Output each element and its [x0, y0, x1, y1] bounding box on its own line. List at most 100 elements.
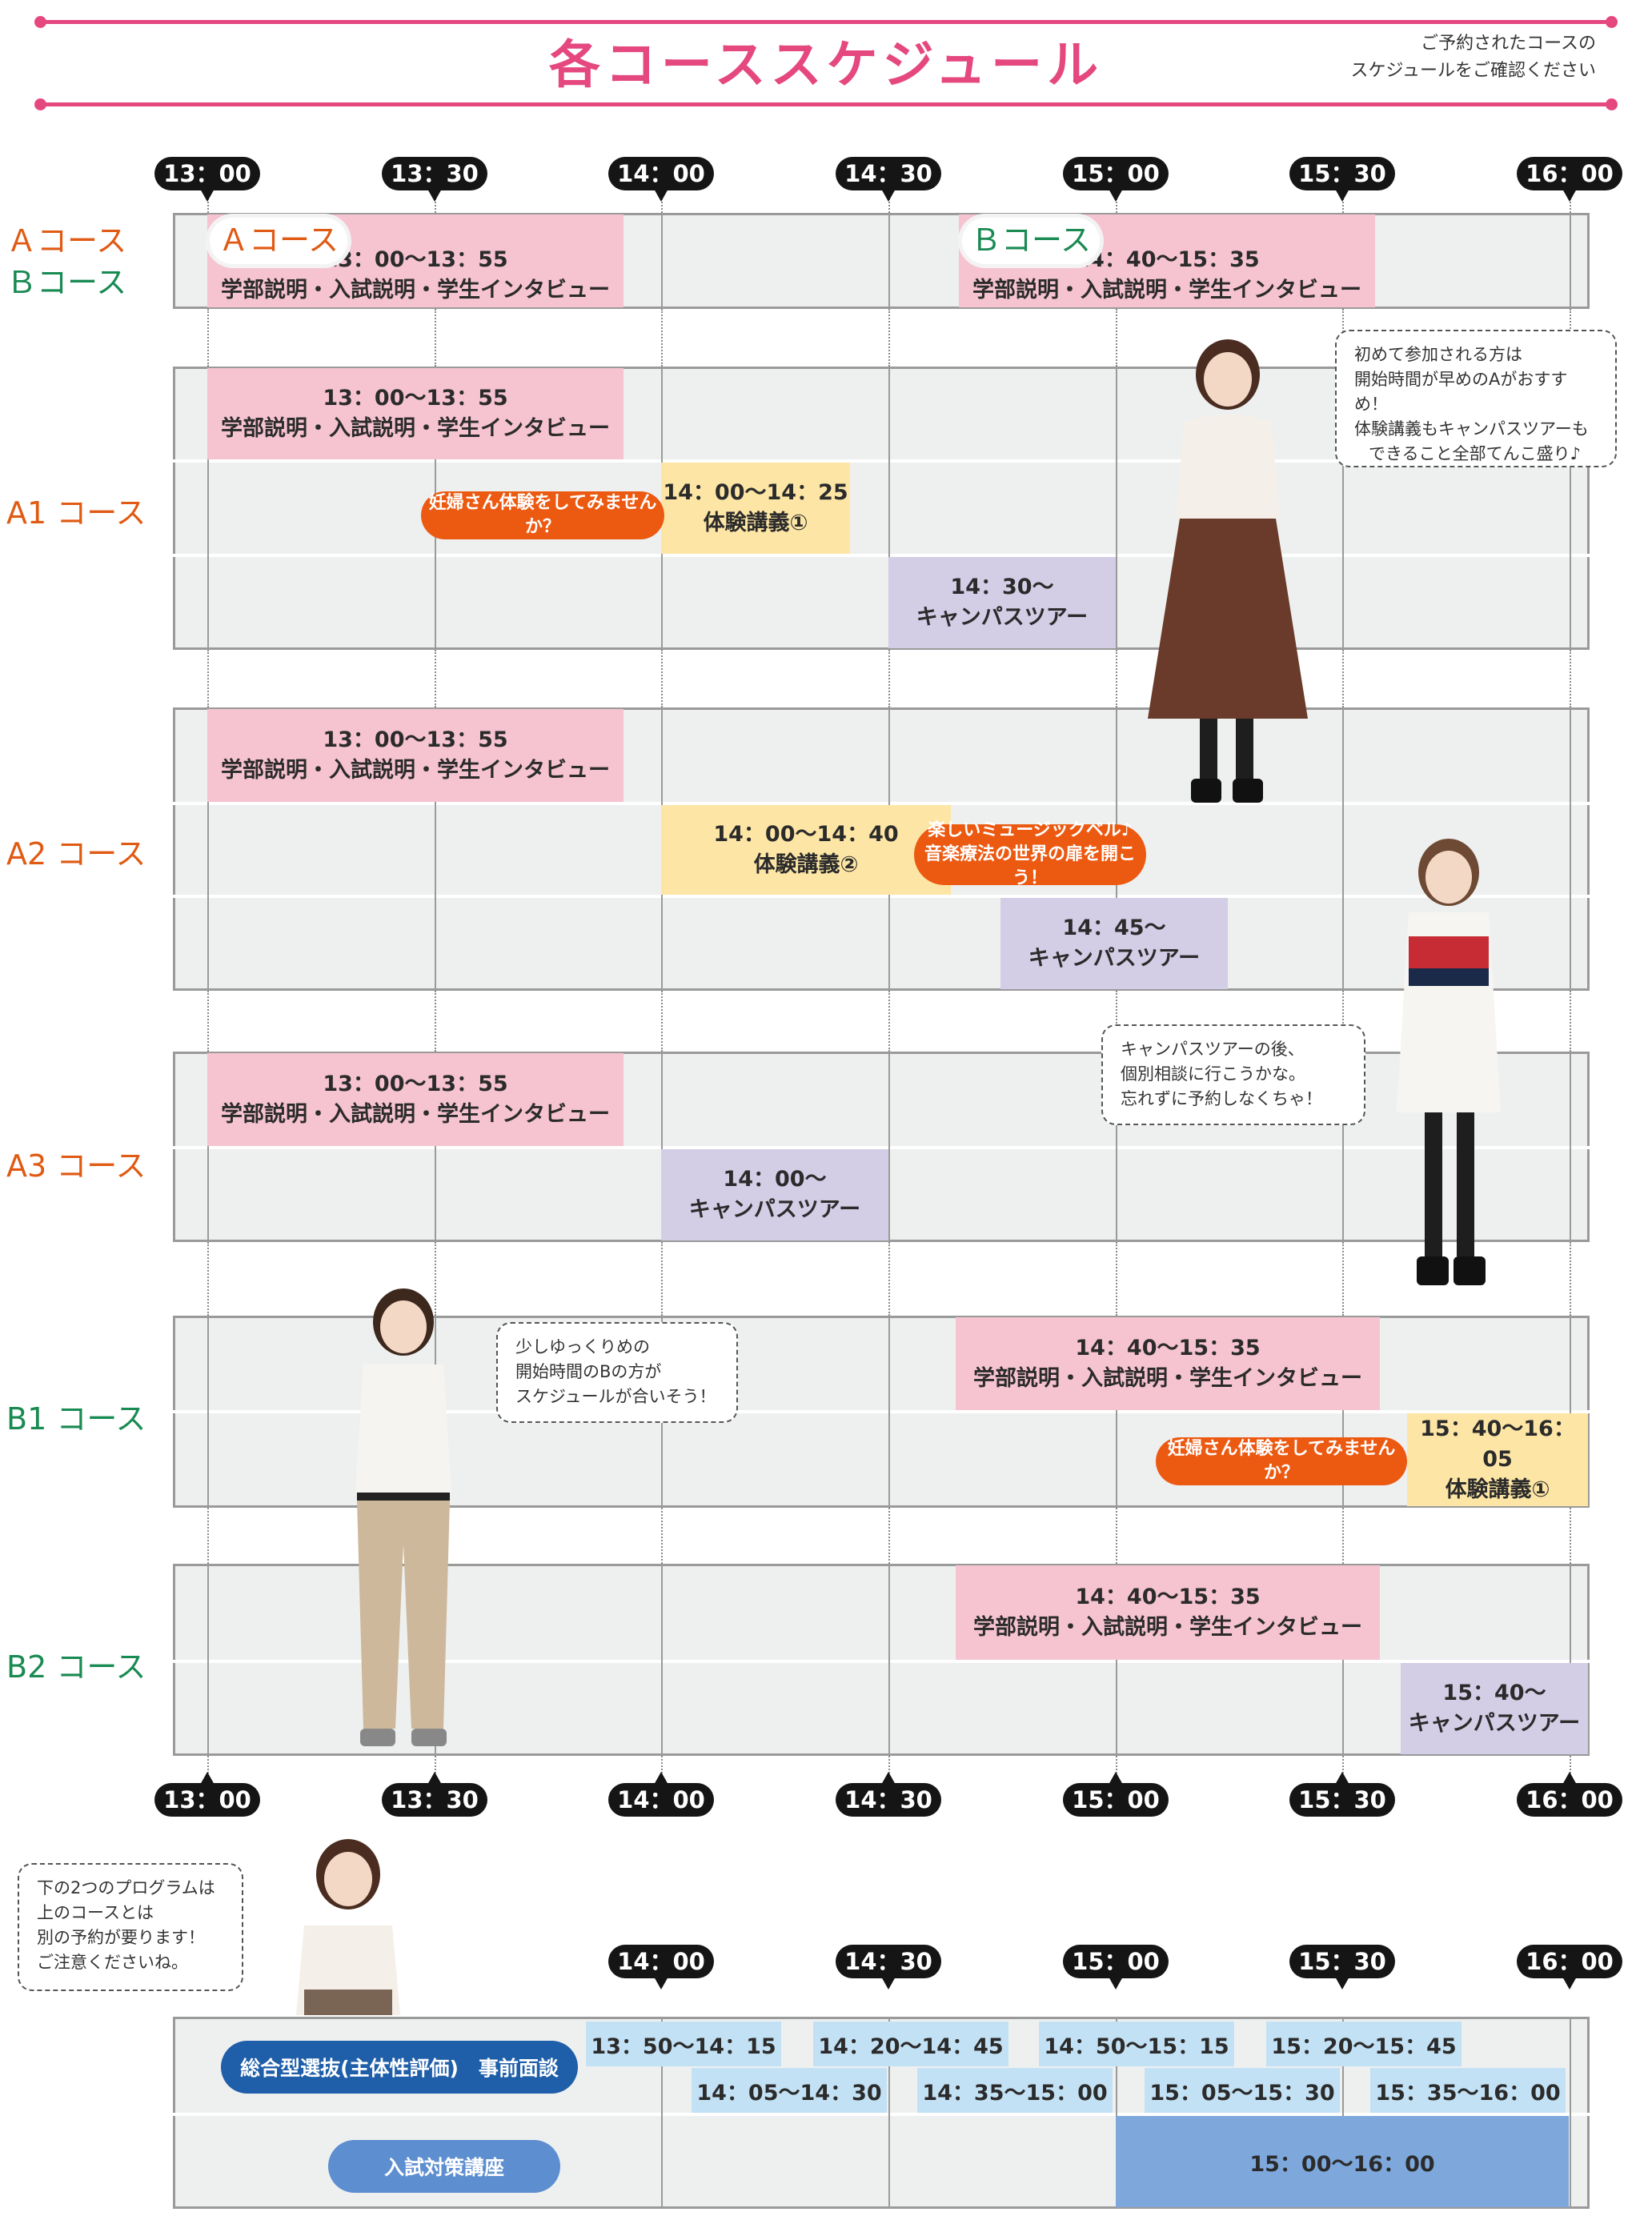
grid-guide — [207, 1242, 209, 1316]
grid-line — [661, 213, 663, 309]
grid-guide — [1570, 1756, 1571, 1786]
speech-line: スケジュールが合いそう！ — [515, 1387, 716, 1406]
grid-line — [207, 1052, 209, 1242]
block-desc: キャンパスツアー — [688, 1197, 861, 1222]
interview-slot: 15：20〜15：45 — [1266, 2022, 1462, 2066]
grid-line — [1570, 1316, 1571, 1508]
grid-guide — [888, 1756, 890, 1786]
grid-guide — [207, 1756, 209, 1786]
speech-line: 別の予約が要ります！ — [37, 1928, 205, 1947]
grid-line — [1116, 1564, 1117, 1756]
page-title: 各コーススケジュール — [548, 36, 1104, 95]
block-time: 14：40〜15：35 — [1075, 1336, 1261, 1360]
grid-line — [1570, 2017, 1571, 2209]
block-desc: 学部説明・入試説明・学生インタビュー — [973, 1366, 1362, 1391]
row-divider — [173, 895, 1590, 898]
interview-slot: 14：35〜15：00 — [917, 2068, 1113, 2113]
speech-bubble-3: 少しゆっくりめの 開始時間のBの方が スケジュールが合いそう！ — [496, 1322, 738, 1423]
interview-slot: 15：05〜15：30 — [1145, 2068, 1340, 2113]
grid-line — [661, 2017, 663, 2209]
grid-guide — [1570, 1242, 1571, 1316]
grid-line — [435, 1052, 436, 1242]
grid-guide — [1116, 1242, 1117, 1316]
grid-line — [1116, 367, 1117, 650]
label-a2: A2 コース — [6, 836, 146, 872]
block-a3-info: 13：00〜13：55 学部説明・入試説明・学生インタビュー — [207, 1053, 624, 1146]
grid-line — [207, 1316, 209, 1508]
time-pin: 15：00 — [1063, 1945, 1169, 1990]
time-pin: 13：00 — [154, 1772, 260, 1817]
callout-a1-lecture: 妊婦さん体験をしてみませんか？ — [421, 491, 664, 539]
time-pin: 16：00 — [1517, 1772, 1622, 1817]
speech-line: 個別相談に行こうかな。 — [1121, 1064, 1305, 1084]
grid-line — [888, 1316, 890, 1508]
block-desc: 体験講義② — [753, 852, 859, 877]
speech-bubble-4: 下の2つのプログラムは 上のコースとは 別の予約が要ります！ ご注意くださいね。 — [18, 1863, 243, 1991]
grid-guide — [888, 650, 890, 707]
speech-line: できること全部てんこ盛り♪ — [1369, 444, 1581, 463]
row-divider — [173, 1660, 1590, 1663]
block-a1-lecture: 14：00〜14：25 体験講義① — [661, 463, 850, 554]
label-b1: B1 コース — [6, 1401, 146, 1437]
block-time: 13：00〜13：55 — [323, 727, 508, 752]
callout-line: 楽しいミュージックベル♪ — [928, 820, 1133, 840]
grid-guide — [1342, 1242, 1344, 1316]
callout-line: 音楽療法の世界の扉を開こう！ — [924, 844, 1136, 888]
program-interview-pill: 総合型選抜(主体性評価) 事前面談 — [221, 2041, 578, 2094]
block-desc: 学部説明・入試説明・学生インタビュー — [221, 1102, 610, 1127]
block-time: 14：00〜 — [723, 1167, 827, 1192]
grid-guide — [207, 991, 209, 1052]
time-pin: 16：00 — [1517, 1945, 1622, 1990]
speech-line: 上のコースとは — [37, 1903, 154, 1922]
speech-line: 体験講義もキャンパスツアーも — [1354, 419, 1589, 439]
grid-guide — [1570, 991, 1571, 1052]
label-a1: A1 コース — [6, 495, 146, 531]
grid-line — [1116, 1052, 1117, 1242]
block-desc: 体験講義① — [703, 511, 808, 535]
time-pin: 14：00 — [608, 157, 714, 202]
grid-guide — [435, 991, 436, 1052]
grid-line — [661, 1052, 663, 1242]
speech-line: 少しゆっくりめの — [515, 1337, 650, 1356]
grid-line — [1116, 1316, 1117, 1508]
block-desc: キャンパスツアー — [1408, 1711, 1581, 1736]
callout-a2-lecture: 楽しいミュージックベル♪ 音楽療法の世界の扉を開こう！ — [914, 820, 1146, 888]
grid-guide — [888, 309, 890, 367]
block-time: 15：40〜16：05 — [1420, 1417, 1575, 1472]
grid-line — [1342, 367, 1344, 650]
block-time: 14：00〜14：25 — [663, 480, 848, 505]
block-time: 15：40〜 — [1442, 1681, 1546, 1705]
grid-line — [207, 1564, 209, 1756]
grid-guide — [1116, 309, 1117, 367]
grid-guide — [1570, 1508, 1571, 1564]
grid-line — [1342, 1564, 1344, 1756]
interview-slot: 14：20〜14：45 — [813, 2022, 1008, 2066]
speech-line: ご注意くださいね。 — [37, 1953, 188, 1972]
grid-guide — [1342, 650, 1344, 707]
grid-guide — [1342, 1508, 1344, 1564]
grid-line — [1570, 367, 1571, 650]
grid-guide — [435, 1756, 436, 1786]
block-a2-info: 13：00〜13：55 学部説明・入試説明・学生インタビュー — [207, 709, 624, 802]
grid-guide — [1116, 991, 1117, 1052]
grid-guide — [207, 650, 209, 707]
grid-guide — [1570, 650, 1571, 707]
block-a1-tour: 14：30〜 キャンパスツアー — [888, 557, 1116, 648]
header-note-line: スケジュールをご確認ください — [1350, 61, 1596, 81]
grid-line — [888, 1564, 890, 1756]
block-time: 14：45〜 — [1062, 916, 1166, 940]
grid-guide — [207, 1508, 209, 1564]
speech-line: 開始時間が早めのAがおすすめ！ — [1354, 370, 1568, 414]
header-bottom-rule — [34, 98, 1618, 110]
time-pin: 16：00 — [1517, 157, 1622, 202]
block-desc: 学部説明・入試説明・学生インタビュー — [221, 278, 610, 303]
speech-line: 忘れずに予約しなくちゃ！ — [1121, 1089, 1322, 1108]
grid-line — [1342, 1052, 1344, 1242]
time-pin: 14：30 — [836, 1772, 941, 1817]
student-illustration — [1148, 339, 1308, 803]
grid-line — [207, 367, 209, 650]
interview-slot: 15：35〜16：00 — [1370, 2068, 1566, 2113]
block-time: 13：00〜13：55 — [323, 247, 508, 272]
grid-guide — [888, 1508, 890, 1564]
grid-line — [435, 707, 436, 991]
